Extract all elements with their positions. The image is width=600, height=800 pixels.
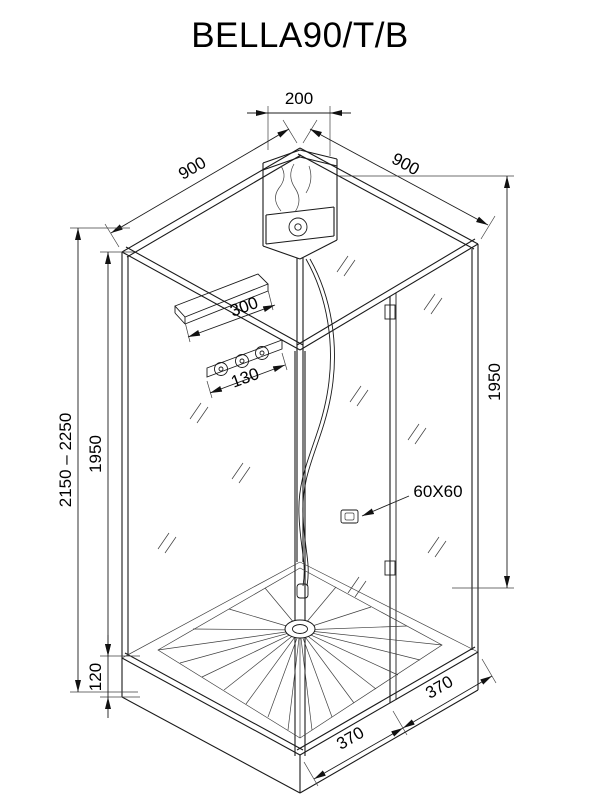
dim-tray-segments: 370 370 <box>303 658 497 787</box>
dim-shelf-width: 300 <box>184 289 276 343</box>
hand-shower <box>296 583 309 599</box>
shower-door <box>340 293 397 703</box>
dim-handle-size-label: 60X60 <box>413 482 462 501</box>
dim-top-connector: 200 <box>247 89 351 156</box>
drawing-title: BELLA90/T/B <box>191 16 409 55</box>
unit-cable <box>275 165 285 212</box>
dim-total-height-label: 2150 – 2250 <box>56 413 75 508</box>
dim-handle-size: 60X60 <box>361 482 463 517</box>
dim-tray-front-label: 370 <box>333 723 367 754</box>
shower-tray <box>121 561 479 794</box>
dim-mixer-width-label: 130 <box>229 364 262 392</box>
cabin-frame <box>121 147 479 756</box>
top-shower-head-icon <box>288 217 308 237</box>
door-hinge-top <box>384 304 396 320</box>
door-handle <box>340 509 359 524</box>
dim-glass-height-left: 1950 <box>86 251 140 657</box>
unit-cable <box>290 163 300 213</box>
top-shower-unit <box>262 149 338 260</box>
dim-tray-height: 120 <box>86 635 140 718</box>
dim-right-side: 900 <box>302 119 496 240</box>
shower-hose <box>296 258 335 599</box>
tray-ribs <box>157 586 443 738</box>
dim-right-side-label: 900 <box>389 149 423 179</box>
dim-total-height: 2150 – 2250 <box>56 227 138 693</box>
door-hinge-bottom <box>384 560 396 576</box>
dim-glass-height-left-label: 1950 <box>86 435 105 473</box>
dim-glass-height-right-label: 1950 <box>485 363 504 401</box>
dim-shelf-width-label: 300 <box>228 293 261 321</box>
dim-tray-height-label: 120 <box>86 663 105 691</box>
dim-tray-right-label: 370 <box>422 672 456 703</box>
dim-top-connector-label: 200 <box>285 89 313 108</box>
unit-cable <box>305 165 312 194</box>
dim-glass-height-right: 1950 <box>338 175 514 589</box>
